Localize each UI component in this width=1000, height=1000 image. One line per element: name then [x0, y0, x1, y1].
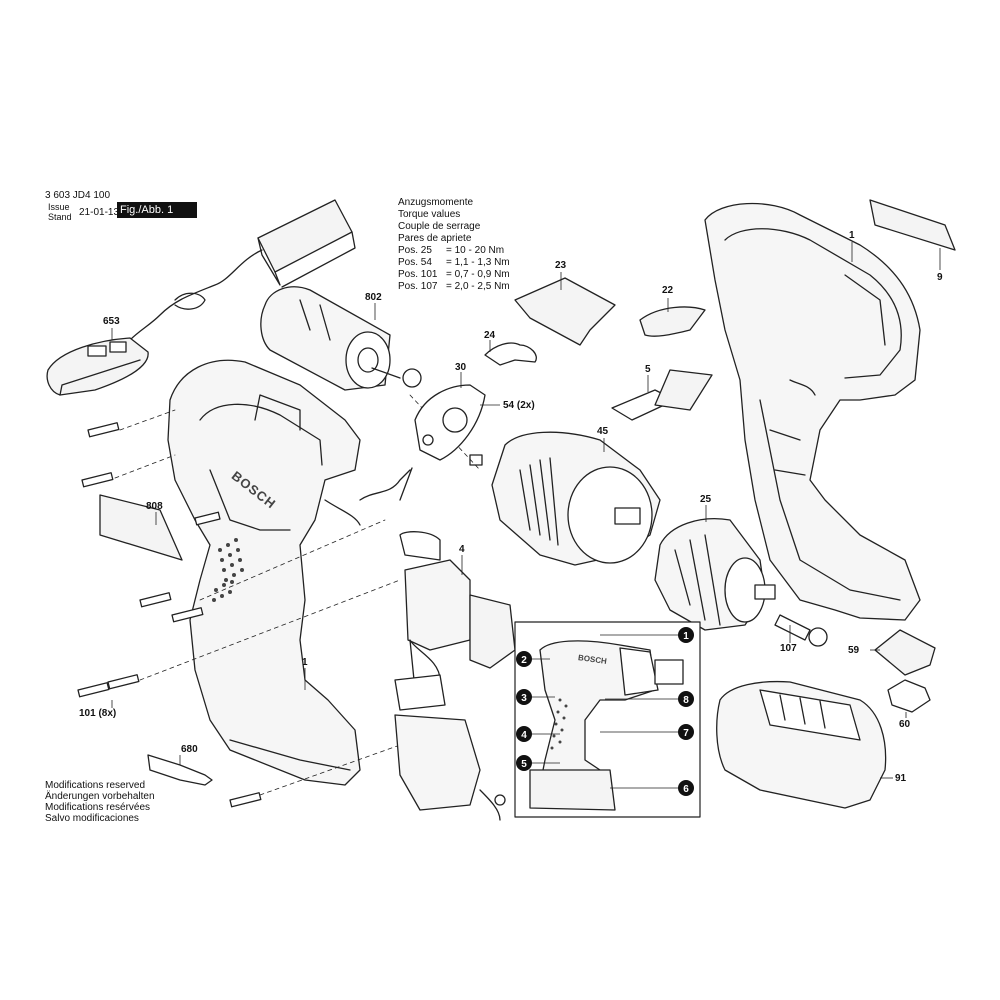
callout-8-label: 8	[683, 695, 689, 706]
torque-val: = 10 - 20 Nm	[446, 245, 505, 256]
spacer-part	[887, 679, 931, 713]
gearbox-plate-part	[414, 384, 486, 461]
part-number: 3 603 JD4 100	[45, 190, 111, 201]
torque-title-es: Pares de apriete	[398, 233, 472, 244]
callout-3-label: 3	[521, 693, 527, 704]
torque-title-fr: Couple de serrage	[398, 221, 481, 232]
spring-clip-part	[484, 342, 537, 366]
torque-val: = 2,0 - 2,5 Nm	[446, 281, 510, 292]
callout-3: 3	[516, 689, 555, 705]
modifications-en: Modifications reserved	[45, 780, 146, 791]
issue-label: Issue	[48, 202, 70, 212]
inset-drill-illustration	[529, 640, 684, 811]
issue-date: 21-01-13	[79, 207, 120, 218]
part-label-22: 22	[662, 285, 674, 296]
modifications-fr: Modifications resérvées	[45, 802, 151, 813]
callout-7-label: 7	[683, 728, 689, 739]
callout-2-label: 2	[521, 655, 527, 666]
slider-part	[611, 369, 713, 421]
callout-7: 7	[600, 724, 694, 740]
part-label-1-left: 1	[302, 657, 308, 668]
torque-title-en: Torque values	[398, 209, 461, 220]
part-label-9: 9	[937, 272, 943, 283]
part-label-25: 25	[700, 494, 712, 505]
motor-part	[260, 286, 422, 391]
part-label-30: 30	[455, 362, 467, 373]
screwdriver-bit-part	[147, 754, 213, 786]
part-label-45: 45	[597, 426, 609, 437]
part-label-808: 808	[146, 501, 163, 512]
callout-2: 2	[516, 651, 550, 667]
part-label-4: 4	[459, 544, 465, 555]
part-label-24: 24	[484, 330, 496, 341]
callout-5-label: 5	[521, 759, 527, 770]
part-label-107: 107	[780, 643, 797, 654]
part-label-101: 101 (8x)	[79, 708, 117, 719]
screw-set-part	[77, 422, 483, 808]
retainer-clip-part	[874, 629, 936, 676]
part-label-54: 54 (2x)	[503, 400, 535, 411]
callout-6: 6	[610, 780, 694, 796]
housing-right-half-part	[704, 202, 921, 621]
callout-4: 4	[516, 726, 560, 742]
charger-part	[46, 199, 356, 396]
modifications-de: Änderungen vorbehalten	[45, 791, 155, 802]
part-label-91: 91	[895, 773, 907, 784]
callout-1: 1	[600, 627, 694, 643]
battery-pack-part	[716, 680, 887, 809]
part-label-653: 653	[103, 316, 120, 327]
part-label-5: 5	[645, 364, 651, 375]
gearbox-part	[491, 431, 661, 566]
callout-8: 8	[605, 691, 694, 707]
chuck-part	[654, 518, 776, 631]
torque-val: = 1,1 - 1,3 Nm	[446, 257, 510, 268]
callout-6-label: 6	[683, 784, 689, 795]
part-label-1-right: 1	[849, 230, 855, 241]
torque-pos: Pos. 107	[398, 281, 438, 292]
part-label-59: 59	[848, 645, 860, 656]
label-plate-part	[869, 199, 956, 251]
housing-left-half-part	[167, 359, 361, 786]
torque-pos: Pos. 54	[398, 257, 432, 268]
part-label-680: 680	[181, 744, 198, 755]
callout-5: 5	[516, 755, 560, 771]
leader-lines	[111, 242, 941, 779]
inset-callouts: 1 2 3 4 5 6 7 8	[516, 627, 694, 796]
cover-part	[639, 306, 706, 337]
torque-pos: Pos. 101	[398, 269, 438, 280]
modifications-es: Salvo modificaciones	[45, 813, 139, 824]
part-label-60: 60	[899, 719, 911, 730]
torque-title-de: Anzugsmomente	[398, 197, 474, 208]
torque-val: = 0,7 - 0,9 Nm	[446, 269, 510, 280]
label-sticker-part	[99, 494, 183, 561]
chuck-screw-part	[774, 614, 828, 647]
figure-label: Fig./Abb. 1	[117, 202, 197, 218]
callout-1-label: 1	[683, 631, 689, 642]
switch-assembly-part	[359, 467, 516, 821]
part-label-23: 23	[555, 260, 567, 271]
stand-label: Stand	[48, 212, 72, 222]
callout-4-label: 4	[521, 730, 527, 741]
torque-pos: Pos. 25	[398, 245, 432, 256]
slide-switch-part	[514, 277, 616, 346]
part-label-802: 802	[365, 292, 382, 303]
